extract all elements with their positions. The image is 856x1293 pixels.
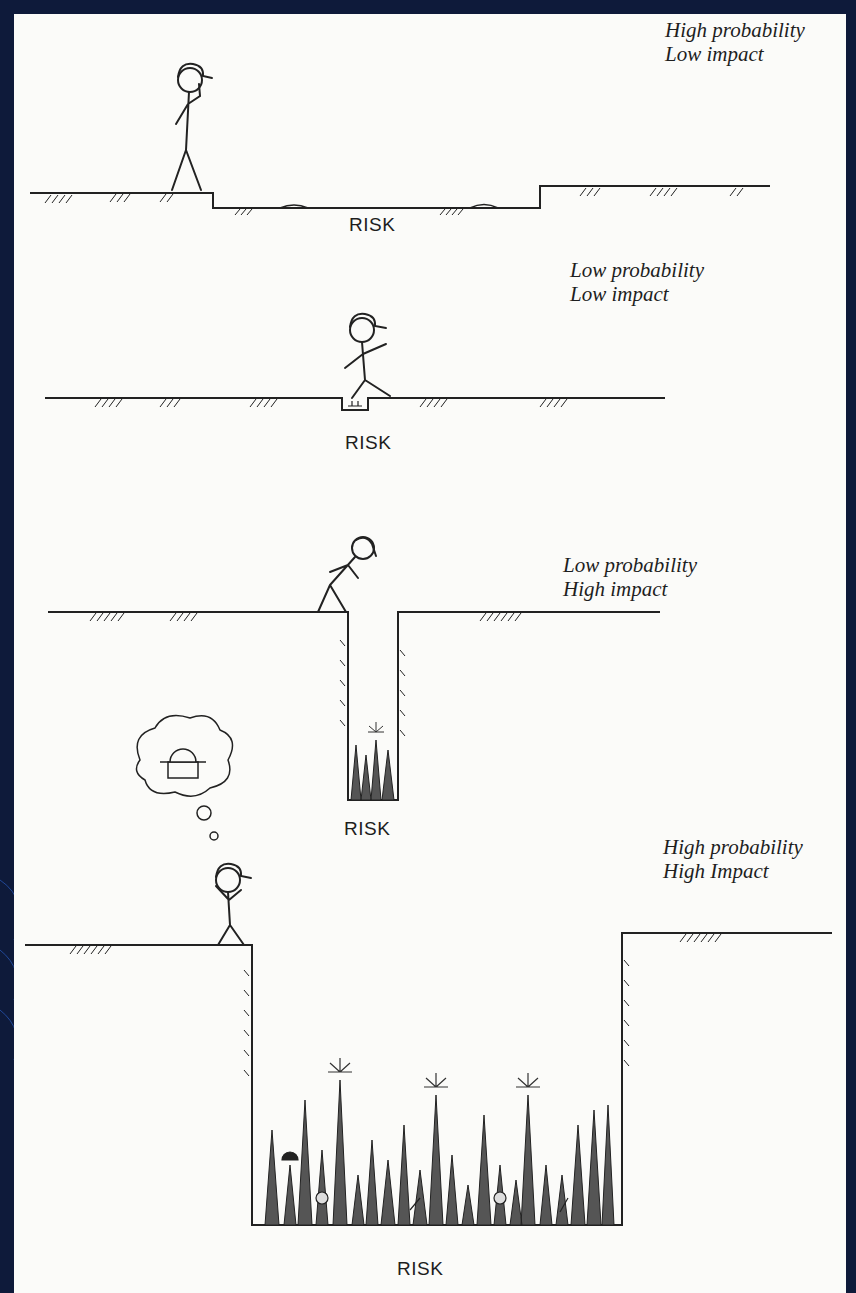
figure-body	[172, 84, 201, 190]
ground-hatch	[95, 399, 567, 407]
sparkle	[516, 1073, 540, 1087]
ground-3	[48, 612, 660, 800]
figure-head	[350, 318, 374, 342]
figure-cap	[178, 64, 212, 78]
sparkle	[328, 1058, 352, 1072]
ground-hatch	[45, 188, 743, 215]
thought-dot	[210, 832, 218, 840]
skull	[316, 1192, 328, 1204]
figure-head	[216, 868, 240, 892]
spikes	[351, 740, 394, 800]
spikes	[265, 1080, 614, 1225]
sparkle	[368, 722, 384, 732]
paper-sheet	[14, 14, 846, 1293]
thought-cloud	[136, 716, 232, 797]
victim-remains	[282, 1152, 568, 1212]
stick-figure-4	[216, 864, 251, 945]
sparkles	[328, 1058, 540, 1087]
figure-body	[318, 557, 358, 612]
hard-hat	[282, 1152, 298, 1160]
risk-label: RISK	[344, 818, 390, 840]
ground-1	[30, 186, 770, 215]
thought-dot	[197, 806, 211, 820]
money-bag	[168, 762, 198, 778]
small-hole-mark	[348, 401, 362, 406]
sparkle	[424, 1073, 448, 1087]
risk-label: RISK	[397, 1258, 443, 1280]
figure-body	[345, 342, 390, 398]
ground-line	[25, 933, 832, 1225]
stick-figure-2	[345, 314, 390, 398]
skull	[494, 1192, 506, 1204]
ground-hatch	[70, 934, 721, 1076]
figure-cap	[356, 538, 376, 556]
ground-line	[48, 612, 660, 800]
figure-cap	[350, 314, 386, 328]
figure-cap	[216, 864, 251, 878]
ground-hatch	[90, 613, 521, 736]
ground-2	[45, 398, 665, 410]
stick-figure-3	[318, 537, 376, 612]
puddle	[280, 205, 498, 209]
probability-impact-label: High probability High Impact	[663, 835, 804, 883]
risk-label: RISK	[349, 214, 395, 236]
risk-label: RISK	[345, 432, 391, 454]
ground-line	[30, 186, 770, 208]
stick-figure-1	[172, 64, 212, 190]
thought-bubble	[136, 716, 232, 840]
probability-impact-label: Low probability High impact	[563, 553, 698, 601]
hard-hat-icon	[160, 749, 206, 762]
bone	[410, 1198, 568, 1212]
probability-impact-label: Low probability Low impact	[570, 258, 705, 306]
figure-body	[216, 886, 244, 945]
probability-impact-label: High probability Low impact	[665, 18, 806, 66]
ground-line	[45, 398, 665, 410]
ground-4	[25, 933, 832, 1225]
